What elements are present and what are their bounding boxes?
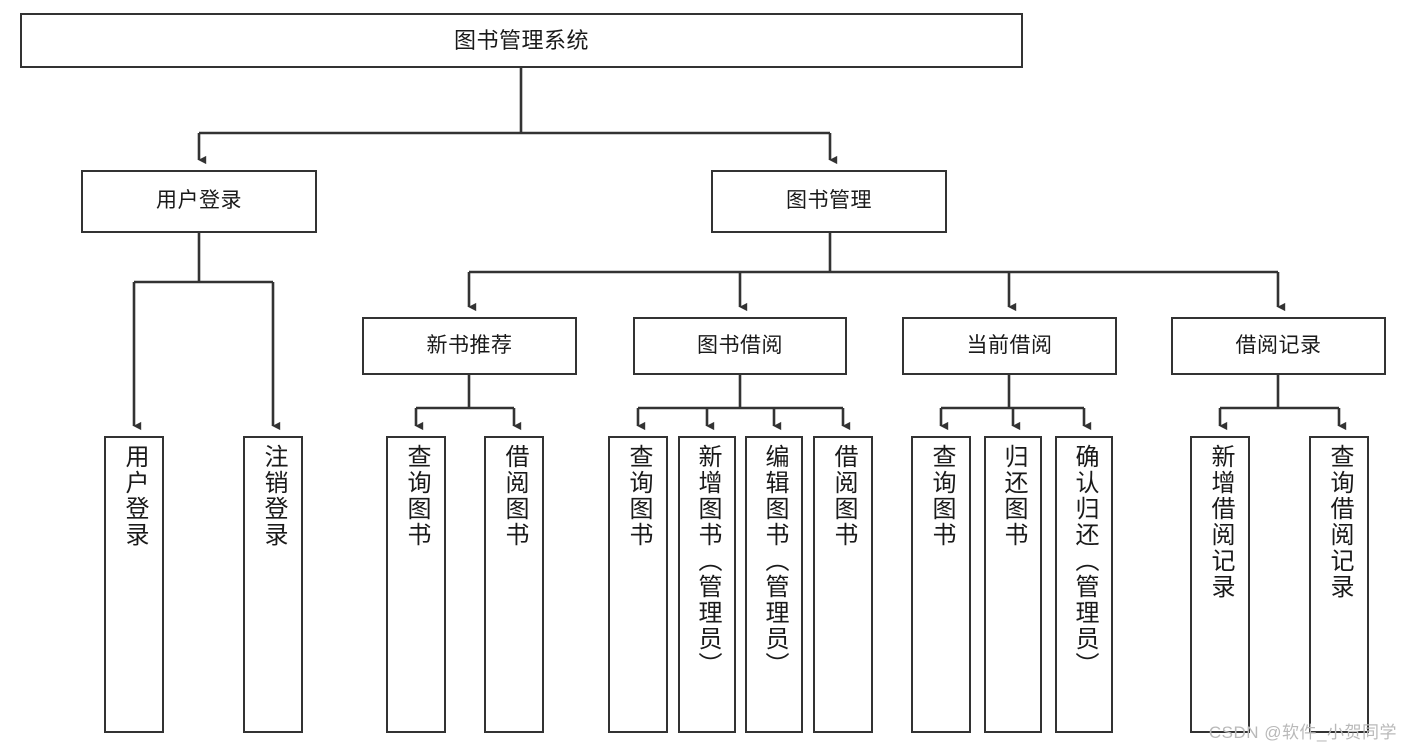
node-leaf-query-book-2-label: 查询图书 (624, 444, 652, 548)
node-leaf-edit-book-label: 编辑图书（管理员） (760, 444, 788, 678)
node-borrow-record[interactable]: 借阅记录 (1171, 317, 1386, 375)
csdn-watermark: CSDN @软件_小贺同学 (1208, 723, 1397, 742)
node-leaf-user-login[interactable]: 用户登录 (104, 436, 164, 733)
node-leaf-return-book[interactable]: 归还图书 (984, 436, 1042, 733)
node-book-manage-label: 图书管理 (786, 189, 872, 213)
node-borrow-record-label: 借阅记录 (1235, 333, 1322, 357)
node-leaf-query-book-3[interactable]: 查询图书 (911, 436, 971, 733)
node-leaf-confirm-return-label: 确认归还（管理员） (1070, 444, 1098, 678)
node-leaf-add-book-label: 新增图书（管理员） (693, 444, 721, 678)
node-leaf-add-book[interactable]: 新增图书（管理员） (678, 436, 736, 733)
node-user-login[interactable]: 用户登录 (81, 170, 317, 233)
node-user-login-label: 用户登录 (156, 189, 242, 213)
node-book-borrow[interactable]: 图书借阅 (633, 317, 847, 375)
node-leaf-borrow-book-1-label: 借阅图书 (500, 444, 528, 548)
node-new-book-recommend-label: 新书推荐 (426, 333, 513, 357)
node-leaf-query-book-3-label: 查询图书 (927, 444, 955, 548)
node-leaf-borrow-book-2-label: 借阅图书 (829, 444, 857, 548)
node-leaf-query-record-label: 查询借阅记录 (1325, 444, 1353, 600)
node-root[interactable]: 图书管理系统 (20, 13, 1023, 68)
node-current-borrow-label: 当前借阅 (966, 333, 1053, 357)
node-book-manage[interactable]: 图书管理 (711, 170, 947, 233)
node-leaf-logout-label: 注销登录 (259, 444, 287, 548)
node-leaf-logout[interactable]: 注销登录 (243, 436, 303, 733)
node-leaf-borrow-book-1[interactable]: 借阅图书 (484, 436, 544, 733)
node-new-book-recommend[interactable]: 新书推荐 (362, 317, 577, 375)
node-leaf-query-book-2[interactable]: 查询图书 (608, 436, 668, 733)
node-leaf-return-book-label: 归还图书 (999, 444, 1027, 548)
node-current-borrow[interactable]: 当前借阅 (902, 317, 1117, 375)
node-leaf-confirm-return[interactable]: 确认归还（管理员） (1055, 436, 1113, 733)
node-leaf-user-login-label: 用户登录 (120, 444, 148, 548)
node-leaf-query-book-1[interactable]: 查询图书 (386, 436, 446, 733)
node-root-label: 图书管理系统 (453, 27, 589, 53)
node-book-borrow-label: 图书借阅 (697, 333, 783, 357)
node-leaf-edit-book[interactable]: 编辑图书（管理员） (745, 436, 803, 733)
node-leaf-add-record-label: 新增借阅记录 (1206, 444, 1234, 600)
node-leaf-query-record[interactable]: 查询借阅记录 (1309, 436, 1369, 733)
node-leaf-query-book-1-label: 查询图书 (402, 444, 430, 548)
node-leaf-borrow-book-2[interactable]: 借阅图书 (813, 436, 873, 733)
node-leaf-add-record[interactable]: 新增借阅记录 (1190, 436, 1250, 733)
